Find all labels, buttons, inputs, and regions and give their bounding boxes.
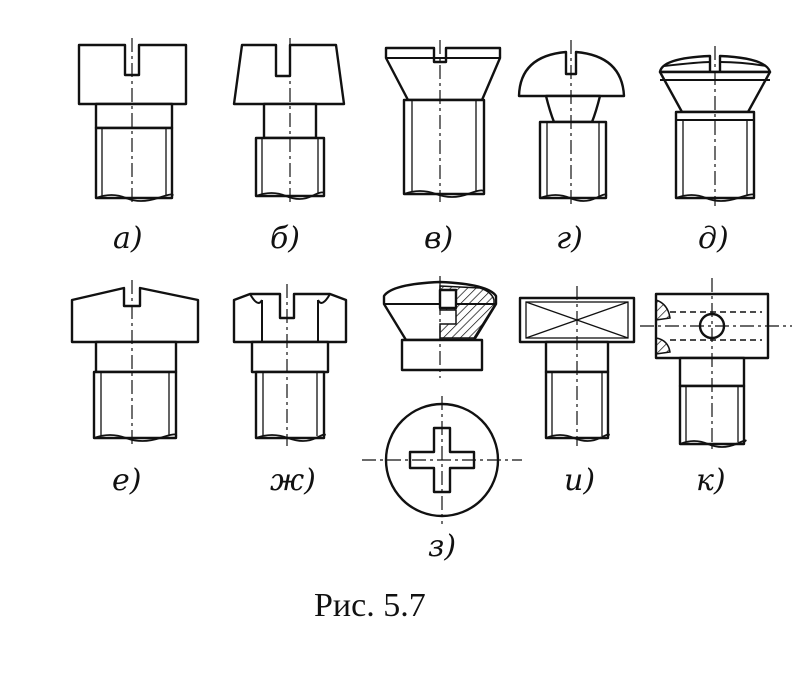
label-a: а): [113, 221, 143, 256]
label-e: е): [112, 463, 141, 498]
label-g: г): [556, 221, 583, 256]
label-v: в): [424, 221, 453, 256]
label-i: и): [564, 463, 595, 498]
figure-caption: Рис. 5.7: [314, 587, 426, 624]
label-k: к): [696, 463, 726, 498]
screw-v-countersunk-head: [384, 40, 502, 202]
screw-z-cross-recess-head: [362, 276, 522, 524]
screw-b-tapered-head: [232, 38, 346, 204]
screw-a-cylinder-head: [77, 38, 188, 206]
screw-d-raised-countersunk-head: [658, 46, 772, 206]
screw-k-cross-hole-head: [640, 278, 792, 452]
screw-zh-hex-head: [232, 284, 348, 446]
screw-e-cheese-cone-head: [70, 280, 200, 446]
screw-i-square-head: [518, 286, 636, 446]
label-b: б): [270, 221, 300, 256]
screw-g-round-head: [517, 40, 626, 206]
label-d: д): [698, 221, 729, 256]
label-z: з): [428, 529, 456, 564]
label-zh: ж): [270, 463, 316, 498]
